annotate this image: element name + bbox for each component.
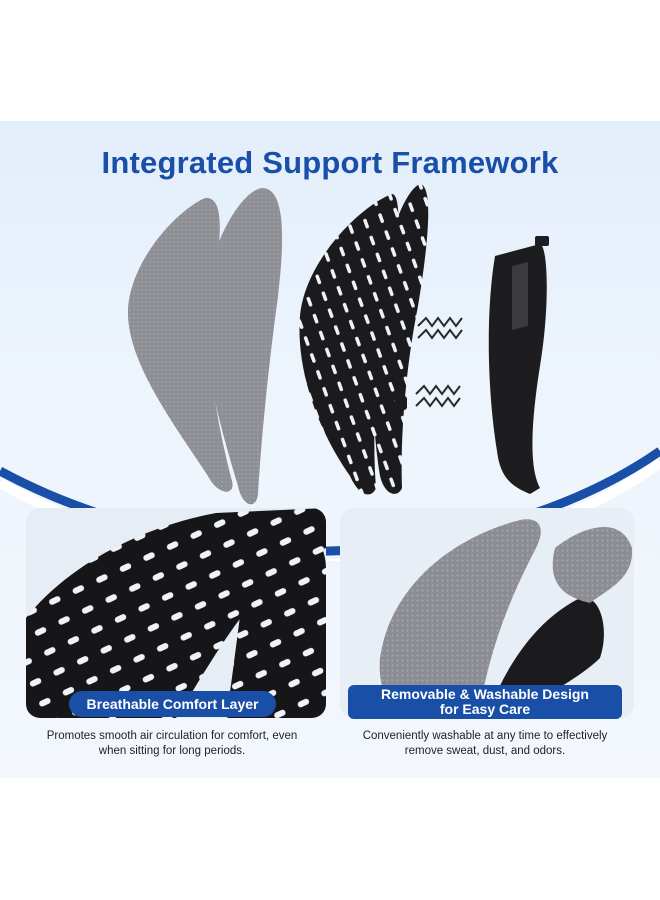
feature-description-washable: Conveniently washable at any time to eff…: [340, 729, 630, 759]
description-line: Conveniently washable at any time to eff…: [362, 730, 608, 742]
product-panel: Integrated Support Framework: [0, 121, 660, 778]
cushion-pad-right: [204, 188, 283, 505]
feature-title-washable-line2: for Easy Care: [439, 701, 531, 717]
feature-title-washable: Removable & Washable Design for Easy Car…: [348, 685, 622, 719]
clamp-bracket: [488, 244, 547, 494]
washable-detail-image: [340, 508, 634, 718]
cushion-pad-left: [127, 197, 233, 492]
support-frame-front: [299, 194, 399, 495]
feature-description-breathable: Promotes smooth air circulation for comf…: [26, 729, 318, 759]
description-line: Promotes smooth air circulation for comf…: [46, 730, 298, 742]
feature-title-washable-line1: Removable & Washable Design: [381, 686, 589, 702]
springs: [415, 316, 463, 408]
support-frame-back: [373, 184, 429, 494]
exploded-product-illustration: [127, 184, 549, 505]
description-line: remove sweat, dust, and odors.: [404, 745, 566, 757]
feature-title-breathable: Breathable Comfort Layer: [69, 691, 276, 717]
description-line: when sitting for long periods.: [98, 745, 246, 757]
breathable-detail-image: [26, 508, 326, 718]
headline: Integrated Support Framework: [101, 145, 559, 180]
